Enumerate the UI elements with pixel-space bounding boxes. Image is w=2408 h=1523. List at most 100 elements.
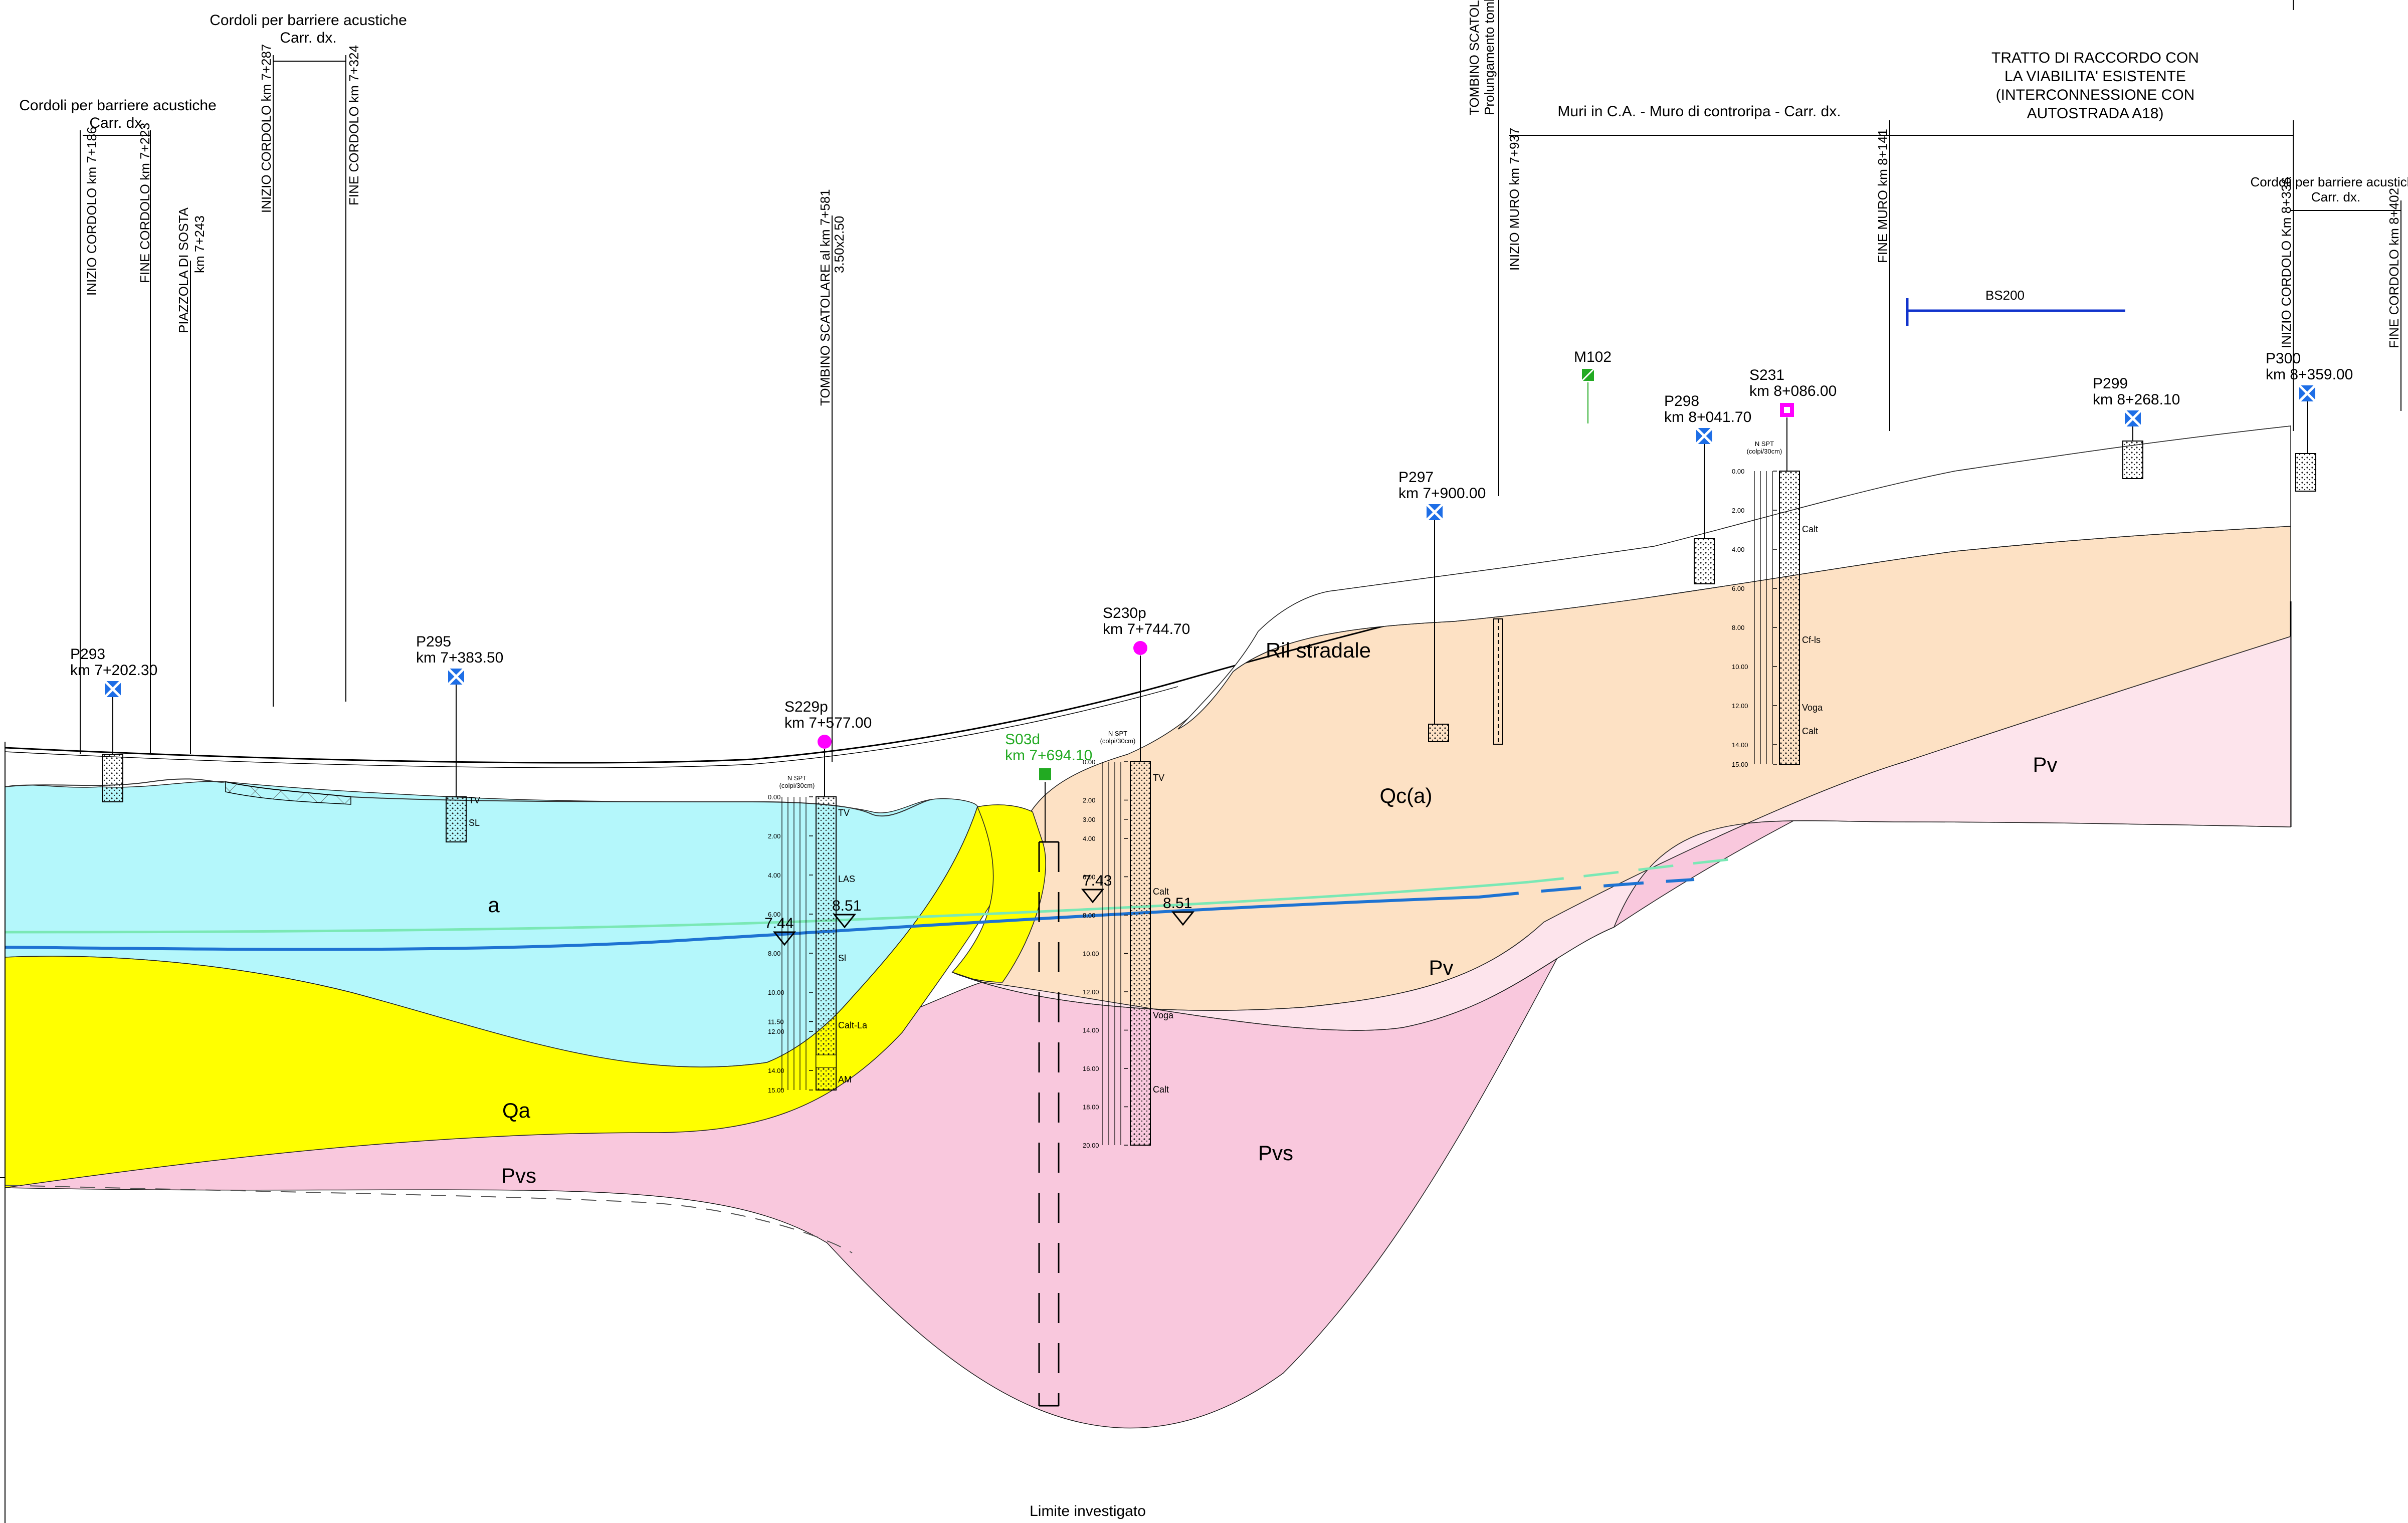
- unit-qa-wedge: [951, 804, 1046, 983]
- depth-tick-label: 14.00: [1083, 1027, 1099, 1034]
- depth-tick-label: 6.00: [768, 911, 780, 918]
- piezometer-icon: [104, 680, 122, 698]
- unit-label-a: a: [488, 893, 500, 917]
- borehole-circle-icon: [818, 735, 832, 749]
- borehole-km-label: km 8+086.00: [1749, 383, 1837, 399]
- borehole-id-label: P298: [1664, 393, 1699, 409]
- depth-tick-label: 20.00: [1083, 1142, 1099, 1149]
- unit-label-qa: Qa: [502, 1099, 531, 1122]
- s229-nspt-title: N SPT: [787, 774, 807, 782]
- s230-voga: Voga: [1153, 1010, 1174, 1020]
- depth-tick-label: 8.00: [768, 950, 780, 957]
- borehole-id-label: M102: [1574, 349, 1612, 365]
- depth-tick-label: 2.00: [768, 832, 780, 840]
- unit-label-pvs-right: Pvs: [1258, 1141, 1293, 1165]
- s229-calt-la: Calt-La: [838, 1020, 868, 1030]
- borehole-km-label: km 8+041.70: [1664, 409, 1751, 425]
- p295-sl: SL: [469, 818, 480, 828]
- borehole-km-label: km 8+359.00: [2266, 366, 2353, 383]
- cordoli-left-title: Cordoli per barriere acustiche: [19, 97, 217, 114]
- borehole-km-label: km 7+694.10: [1005, 747, 1092, 764]
- wl-s230-blue-tri: [1171, 911, 1195, 926]
- wl-s229-blue-label: 8.51: [832, 898, 861, 914]
- s230-log: [1130, 761, 1151, 1146]
- s230-nspt-lines: [1102, 762, 1121, 1145]
- unit-label-pv-center: Pv: [1429, 956, 1453, 979]
- borehole-id-label: P299: [2093, 375, 2128, 392]
- depth-tick-label: 2.00: [1083, 797, 1095, 804]
- pvs-boundary-dashed: [5, 1185, 853, 1253]
- depth-tick-label: 10.00: [768, 989, 784, 996]
- depth-tick-label: 10.00: [1732, 663, 1748, 671]
- borehole-id-label: S229p: [784, 699, 828, 715]
- fine-muro-label: FINE MURO km 8+141: [1875, 129, 1890, 263]
- header-annotations: Cordoli per barriere acustiche Carr. dx.…: [19, 0, 2408, 762]
- water-level-markers: 7.44 8.51 7.43 8.51: [764, 873, 1195, 946]
- depth-tick-label: 6.00: [1732, 585, 1744, 592]
- s229-log: [816, 796, 837, 1091]
- depth-tick-label: 15.00: [1732, 761, 1748, 768]
- s230-nspt-title: N SPT: [1108, 730, 1127, 737]
- s229-las: LAS: [838, 874, 855, 884]
- piazzola-label: PIAZZOLA DI SOSTA: [176, 207, 191, 333]
- tombino-column: [1493, 618, 1503, 745]
- fine-cordolo-3-label: FINE CORDOLO km 8+402: [2386, 188, 2401, 348]
- cordoli-center-side: Carr. dx.: [280, 30, 336, 46]
- depth-tick-label: 6.00: [1083, 874, 1095, 881]
- nspt-headers: N SPT (colpi/30cm) N SPT (colpi/30cm) N …: [779, 440, 1782, 789]
- raccordo-line-3: (INTERCONNESSIONE CON: [1996, 87, 2195, 103]
- borehole-m102: M102: [1574, 349, 1612, 423]
- s229-nspt-sub: (colpi/30cm): [779, 782, 815, 789]
- piezometer-icon: [2298, 384, 2316, 402]
- borehole-km-label: km 7+900.00: [1398, 485, 1486, 502]
- s229-tv: TV: [838, 808, 850, 818]
- borehole-km-label: km 8+268.10: [2093, 391, 2180, 408]
- depth-tick-label: 0.00: [1083, 758, 1095, 766]
- piezometer-icon: [2124, 409, 2142, 427]
- borehole-circle-icon: [1133, 641, 1147, 655]
- piezometer-icon: [1426, 503, 1444, 521]
- depth-ticks: 0.002.004.006.008.0010.0011.5012.0014.00…: [768, 468, 1777, 1149]
- depth-tick-label: 12.00: [1083, 988, 1099, 996]
- depth-tick-label: 14.00: [768, 1067, 784, 1074]
- tombino-top-label: TOMBINO SCATOLARE: [1467, 0, 1482, 115]
- s230-calt: Calt: [1153, 887, 1169, 897]
- inizio-cordolo-3-label: INIZIO CORDOLO Km 8+336: [2279, 177, 2294, 348]
- fine-cordolo-1-label: FINE CORDOLO km 7+223: [137, 123, 152, 283]
- p299-log: [2122, 441, 2143, 479]
- inizio-cordolo-1-label: INIZIO CORDOLO km 7+186: [84, 127, 99, 296]
- bs200-label: BS200: [1985, 288, 2025, 303]
- wl-s230-blue-label: 8.51: [1163, 895, 1192, 912]
- groundwater-line-blue-dashed: [1478, 878, 1695, 899]
- tombino-mid-label: TOMBINO SCATOLARE al km 7+581: [818, 189, 833, 406]
- inizio-cordolo-2-label: INIZIO CORDOLO km 7+287: [259, 44, 274, 213]
- s231-log: [1779, 471, 1800, 765]
- borehole-km-label: km 7+202.30: [70, 662, 157, 679]
- bs200-marker: BS200: [1906, 288, 2125, 326]
- depth-tick-label: 16.00: [1083, 1065, 1099, 1072]
- log-labels: TV LAS Sl Calt-La AM TV Calt Voga Calt C…: [469, 524, 1823, 1095]
- depth-tick-label: 14.00: [1732, 741, 1748, 749]
- tombino-top-sub-label: Prolungamento tombino: [1482, 0, 1497, 115]
- s230-nspt-sub: (colpi/30cm): [1100, 737, 1136, 745]
- cordoli-left-side: Carr. dx.: [89, 115, 146, 131]
- borehole-km-label: km 7+577.00: [784, 715, 872, 731]
- depth-tick-label: 15.00: [768, 1086, 784, 1094]
- depth-tick-label: 0.00: [768, 793, 780, 801]
- inizio-muro-label: INIZIO MURO km 7+937: [1507, 128, 1522, 271]
- fine-cordolo-2-label: FINE CORDOLO km 7+324: [346, 45, 361, 205]
- unit-label-qca: Qc(a): [1380, 784, 1433, 807]
- depth-tick-label: 4.00: [768, 872, 780, 879]
- p293-log: [102, 754, 123, 802]
- wl-s229-green-tri: [772, 931, 796, 946]
- s231-nspt-title: N SPT: [1755, 440, 1774, 448]
- muri-label: Muri in C.A. - Muro di controripa - Carr…: [1557, 103, 1841, 120]
- depth-tick-label: 12.00: [1732, 702, 1748, 710]
- unit-label-pvs-left: Pvs: [501, 1164, 536, 1187]
